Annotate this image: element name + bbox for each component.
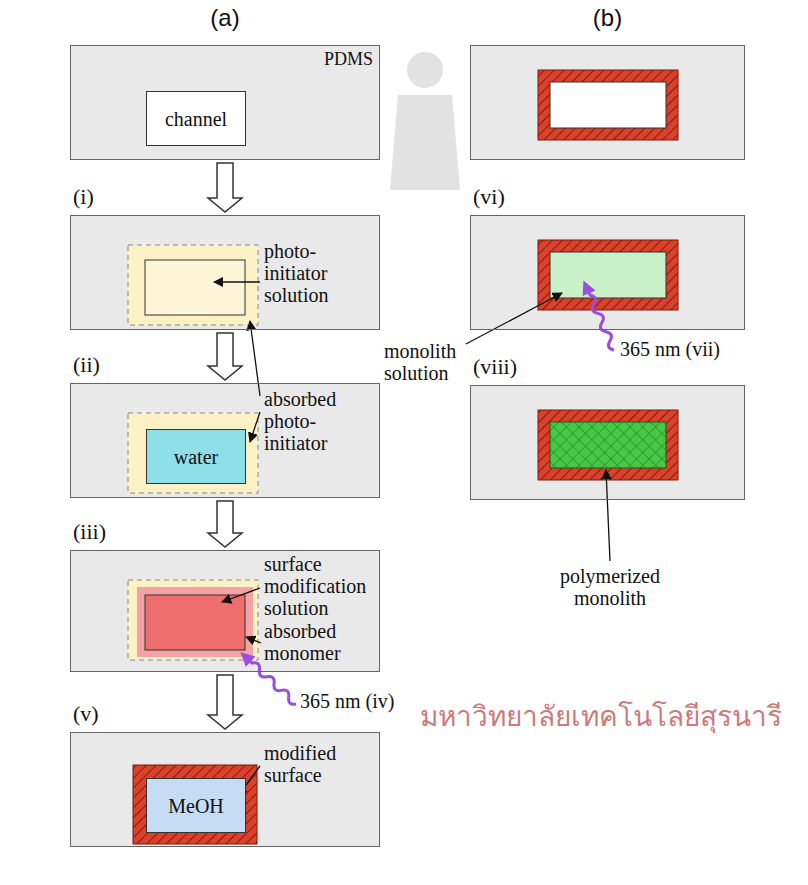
fluid-label: water (170, 446, 222, 468)
pdms-slab (470, 45, 745, 160)
uv-arrowhead (236, 647, 256, 667)
process-arrow (208, 675, 242, 729)
modified-surface (133, 765, 257, 844)
absorbed-initiator-zone (128, 245, 258, 325)
step-number: (ii) (73, 353, 100, 377)
leader-line (246, 637, 261, 643)
uv-arrowhead (577, 278, 595, 296)
watermark-logo (390, 52, 460, 190)
leader-line (222, 588, 260, 602)
step-number: (v) (73, 702, 99, 726)
pdms-slab (70, 383, 380, 498)
polymerized-monolith-fill (550, 422, 666, 468)
callout-label: absorbed photo- initiator (264, 388, 364, 454)
pdms-slab (70, 732, 380, 847)
callout-label: modified surface (264, 742, 364, 786)
logo-head (407, 52, 443, 88)
pdms-slab (70, 45, 380, 160)
modification-solution (145, 595, 245, 650)
modified-surface (538, 70, 678, 140)
fluid-label: MeOH (164, 795, 228, 817)
pdms-slab (470, 215, 745, 330)
step-number: (vi) (473, 185, 505, 209)
modified-surface (538, 410, 678, 480)
process-arrow (208, 333, 242, 380)
logo-body (390, 95, 460, 190)
monolith-solution-fill (550, 252, 666, 298)
uv-light-arrow (577, 278, 620, 353)
wavelength-label: 365 nm (vii) (620, 338, 720, 360)
uv-wave (247, 658, 299, 707)
pdms-chip: (b) (470, 45, 745, 160)
callout-label: monolith solution (384, 340, 468, 384)
pdms-chip: (viii) (470, 385, 745, 500)
wavelength-label: 365 nm (iv) (300, 690, 394, 712)
leader-line (250, 412, 260, 442)
leader-line (606, 470, 610, 561)
channel-box: MeOH (146, 778, 246, 833)
absorbed-initiator-zone (128, 413, 258, 493)
initiator-solution (145, 260, 245, 315)
watermark: มหาวิทยาลัยเทคโนโลยีสุรนารี (420, 700, 782, 734)
leader-line (250, 321, 260, 396)
pdms-chip: (i) (70, 215, 380, 330)
callout-label: photo- initiator solution (264, 240, 364, 306)
callout-label: surface modification solution (264, 553, 378, 619)
pdms-slab (70, 550, 380, 672)
pdms-chip: (vi) (470, 215, 745, 330)
column-heading: (a) (71, 5, 379, 31)
modified-surface (538, 240, 678, 310)
channel-box: channel (146, 91, 246, 146)
column-heading: (b) (471, 5, 744, 31)
pdms-slab (70, 215, 380, 330)
absorbed-initiator-zone (128, 580, 258, 660)
channel-label: channel (161, 108, 231, 130)
pdms-chip: (a)PDMSchannel (70, 45, 380, 160)
process-arrow (208, 163, 242, 212)
step-number: (i) (73, 185, 94, 209)
process-arrow (208, 501, 242, 547)
empty-channel (550, 82, 666, 128)
step-number: (iii) (73, 520, 106, 544)
callout-label: polymerized monolith (540, 565, 680, 609)
step-number: (viii) (473, 355, 517, 379)
leader-line (214, 281, 260, 282)
channel-box: water (146, 429, 246, 484)
leader-line (466, 293, 562, 344)
uv-wave (585, 290, 617, 351)
callout-label: absorbed monomer (264, 620, 364, 664)
material-label: PDMS (324, 50, 373, 70)
pdms-slab (470, 385, 745, 500)
